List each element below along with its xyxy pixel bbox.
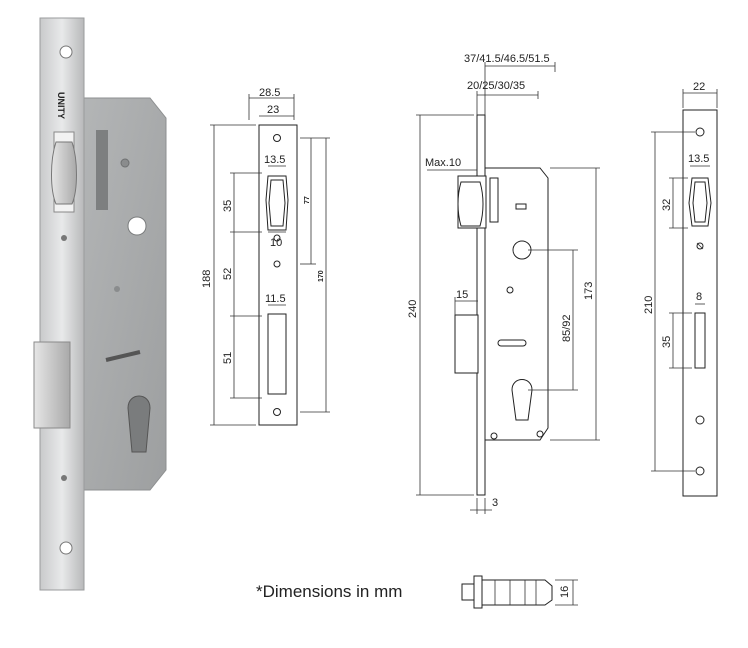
faceplate-drawing: 28.5 23 13.5 10 11.5 188 35 52 51 77 170	[201, 87, 330, 426]
brand-logo: UNITY	[56, 92, 66, 119]
dim-side-backset-top: 37/41.5/46.5/51.5	[464, 53, 550, 65]
dim-faceplate-bolt-width: 11.5	[265, 293, 286, 305]
dim-faceplate-span-77: 77	[304, 196, 311, 204]
dim-faceplate-latch-width: 13.5	[264, 154, 285, 166]
lock-photo: UNITY	[33, 17, 167, 591]
dim-faceplate-width-outer: 28.5	[259, 87, 280, 99]
dim-strike-bolt-width: 8	[696, 291, 702, 303]
dim-strike-latch-width: 13.5	[688, 153, 709, 165]
dim-faceplate-width-inner: 23	[267, 104, 279, 116]
dim-strike-span-32: 32	[661, 199, 673, 211]
dim-side-centers: 85/92	[561, 314, 573, 342]
dim-faceplate-span-35: 35	[222, 200, 234, 212]
dim-side-bolt-throw: 15	[456, 289, 468, 301]
dim-side-height-173: 173	[583, 282, 595, 300]
dim-side-height-240: 240	[407, 300, 419, 318]
dim-side-plate-thickness: 3	[492, 497, 498, 509]
dim-faceplate-span-170: 170	[318, 270, 325, 282]
dim-faceplate-latch-gap: 10	[270, 237, 282, 249]
dim-side-backset-bottom: 20/25/30/35	[467, 80, 525, 92]
strike-plate-drawing: 22 13.5 8 32 35 210	[643, 81, 718, 497]
dim-strike-span-35: 35	[661, 336, 673, 348]
side-view-drawing: 37/41.5/46.5/51.5 20/25/30/35 Max.10 15 …	[407, 53, 600, 514]
dim-faceplate-overall-188: 188	[201, 270, 213, 288]
latch-top-view: 16	[461, 575, 578, 609]
dim-faceplate-span-52: 52	[222, 268, 234, 280]
dim-latch-thickness: 16	[559, 586, 571, 598]
dim-side-max: Max.10	[425, 157, 461, 169]
dim-strike-width: 22	[693, 81, 705, 93]
dimensions-note: *Dimensions in mm	[256, 582, 402, 601]
dim-strike-overall-210: 210	[643, 296, 655, 314]
dim-faceplate-span-51: 51	[222, 352, 234, 364]
